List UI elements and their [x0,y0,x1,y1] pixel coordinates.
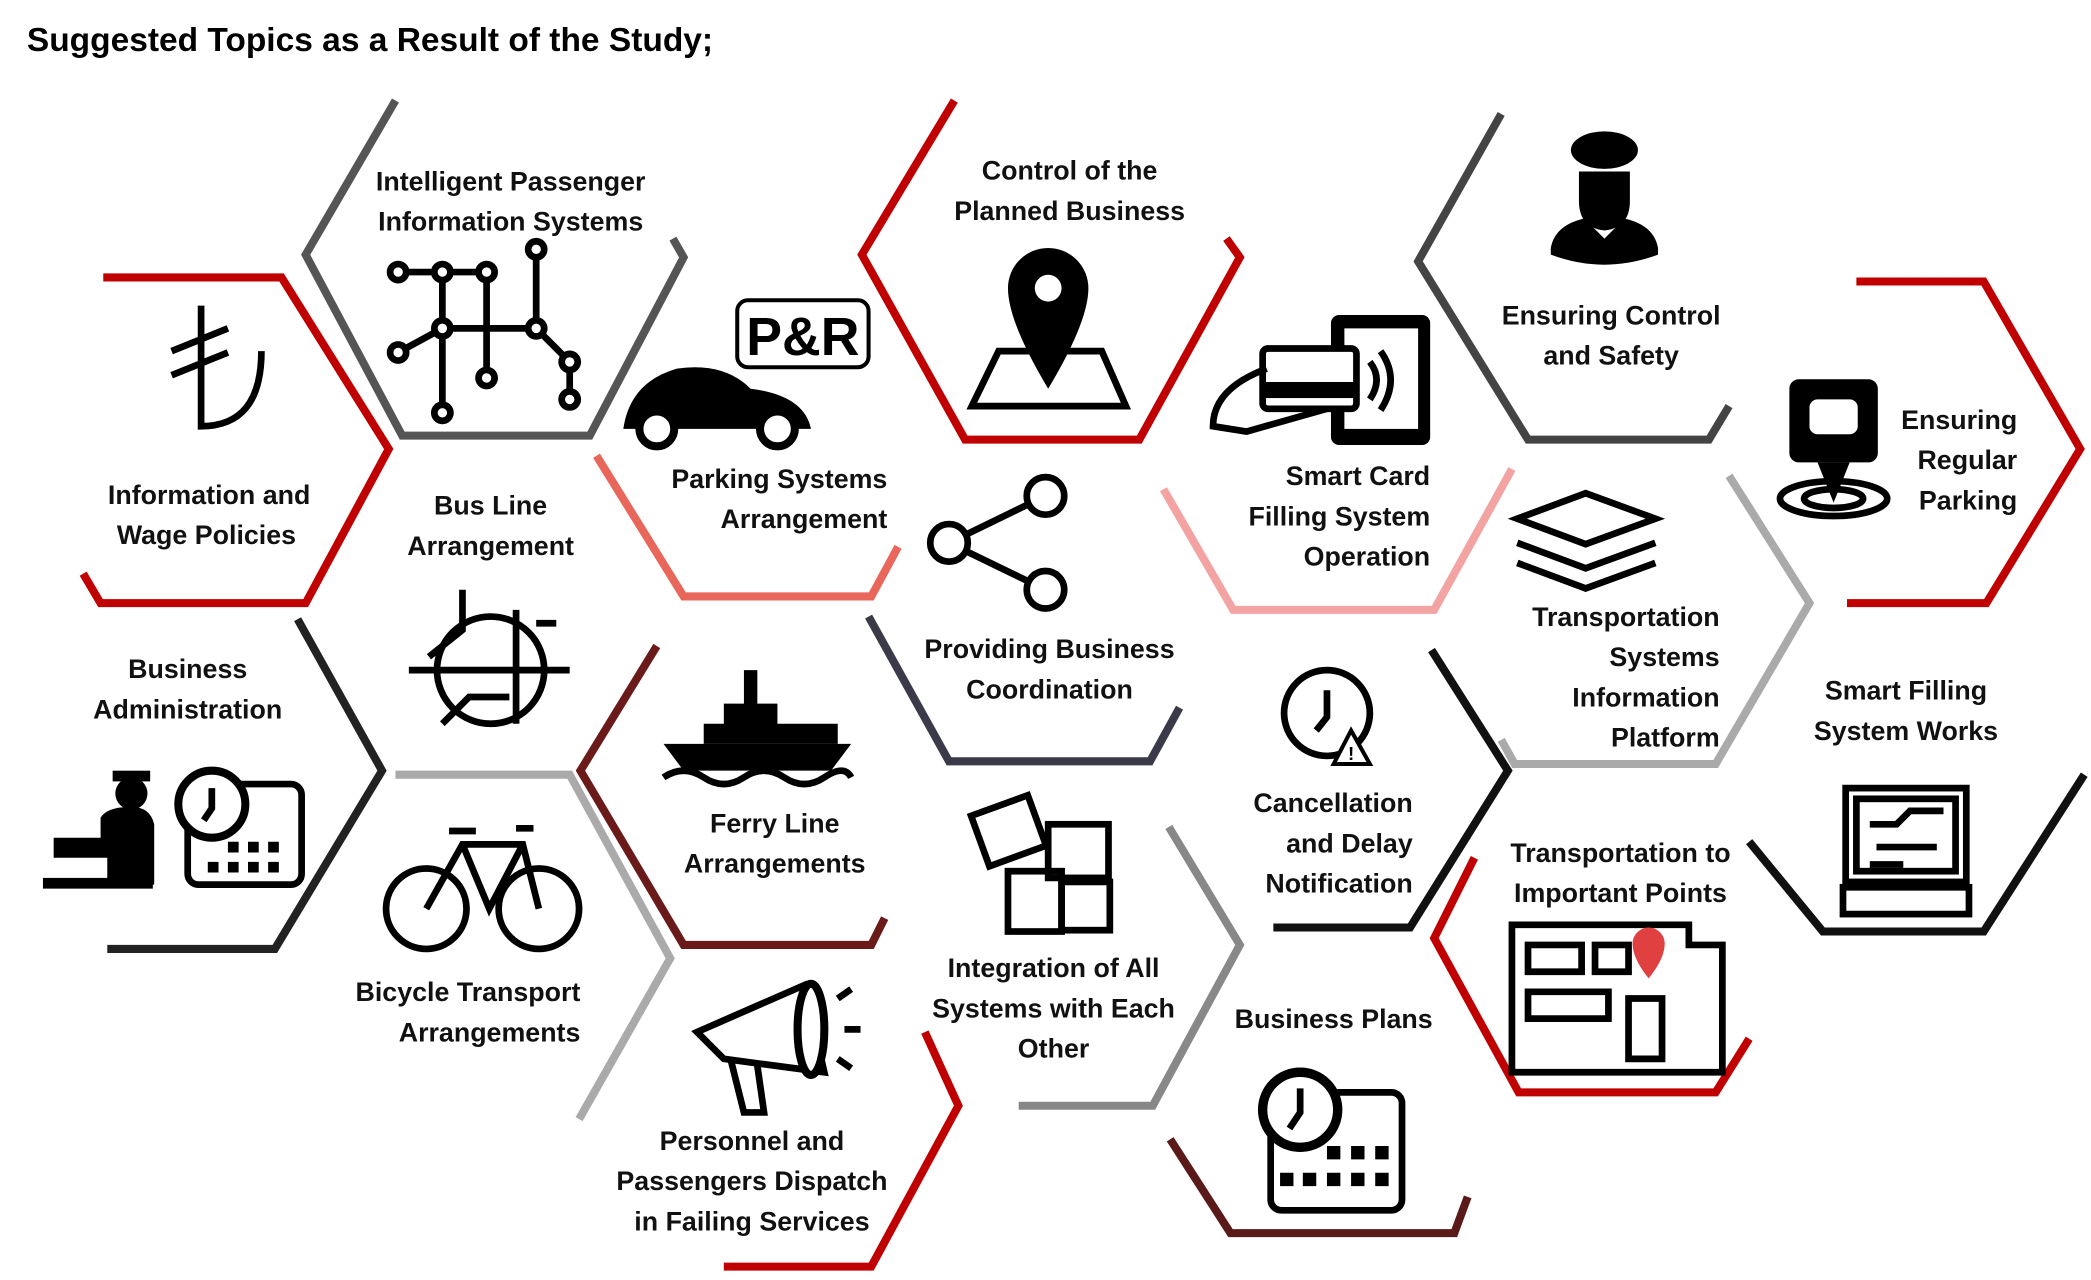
hex-passenger-info [301,98,689,440]
hex-control-safety [1413,111,1733,444]
hex-bicycle [395,770,675,1122]
hex-info-platform [1497,473,1815,768]
hex-personnel [723,1030,963,1271]
turkish-lira-icon [170,305,265,430]
layers-icon [1507,489,1666,592]
computer-circuit-icon [1839,784,1973,918]
hex-coordination [865,614,1184,766]
megaphone-icon [691,979,861,1116]
diagram-title: Suggested Topics as a Result of the Stud… [27,22,713,59]
hex-cancellation [1273,647,1513,932]
ferry-icon [661,670,855,788]
hex-parking [593,453,902,601]
park-and-ride-badge: P&R [746,307,859,367]
hex-smart-card [1159,467,1516,614]
hex-business-admin [107,617,387,953]
map-pin-icon [966,247,1132,410]
hex-business-plans [1166,1137,1472,1238]
topic-business-plans: Business Plans [1235,1004,1433,1034]
svg-text:!: ! [1348,743,1354,764]
hex-control-planned [857,98,1245,444]
bicycle-icon [382,824,583,953]
administrator-schedule-icon [42,766,305,889]
hex-ferry [575,643,889,949]
clock-warning-icon: ! [1280,666,1374,766]
hexagon-outlines [79,98,2088,1271]
metro-network-icon [386,237,582,425]
puzzle-icon [966,790,1114,935]
bus-route-map-icon [408,589,570,728]
hex-integration [1018,824,1245,1110]
calendar-clock-icon [1257,1067,1406,1214]
parking-location-icon [1776,379,1891,520]
contactless-card-icon [1209,314,1431,445]
hex-wage-policies [79,273,394,608]
hex-regular-parking [1847,277,2085,608]
hex-important-points [1429,856,1753,1097]
park-and-ride-car-icon: P&R [623,298,871,451]
city-map-icon [1508,921,1726,1076]
hex-smart-filling [1746,772,2088,936]
share-icon [926,473,1068,612]
police-officer-icon [1550,131,1659,265]
